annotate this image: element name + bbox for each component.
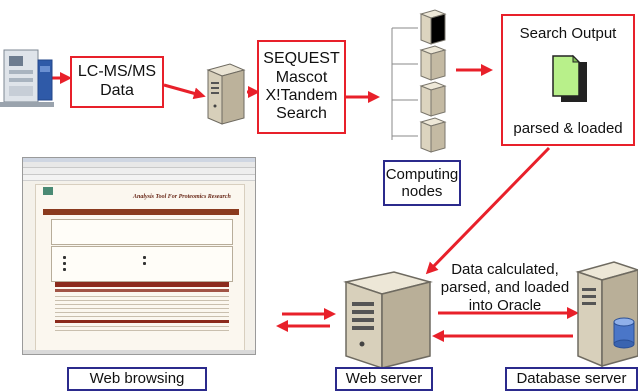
search-output-box: Search Output parsed & loaded: [501, 14, 635, 146]
node-tree-connectors: [391, 27, 418, 140]
server-tower-icon: [419, 45, 447, 81]
database-server-icon: [575, 261, 638, 368]
database-server-label: Database server: [505, 367, 638, 391]
web-browser-screenshot: Analysis Tool For Proteomics Research: [22, 157, 256, 355]
web-server-label: Web server: [335, 367, 433, 391]
server-tower-icon: [419, 81, 447, 117]
computing-nodes-label: Computing nodes: [383, 160, 461, 206]
computing-node-servers: [419, 9, 447, 153]
search-engines-box: SEQUEST Mascot X!Tandem Search: [257, 40, 346, 134]
server-tower-icon: [206, 63, 246, 125]
search-output-title: Search Output: [519, 25, 617, 42]
document-stack-icon: [552, 54, 587, 102]
server-tower-icon: [419, 9, 447, 45]
app-nav-bar: [43, 209, 239, 215]
search-output-subtitle: parsed & loaded: [513, 120, 623, 137]
mass-spectrometer-icon: [0, 49, 54, 107]
app-title: Analysis Tool For Proteomics Research: [133, 194, 231, 200]
data-calculated-text: Data calculated, parsed, and loaded into…: [440, 261, 570, 314]
arrow-output-to-webserver: [425, 146, 551, 275]
database-cylinder-icon: [613, 317, 635, 349]
app-logo: [43, 187, 53, 195]
arrow-lcms-to-server: [163, 83, 206, 100]
lcms-data-box: LC-MS/MS Data: [70, 56, 164, 108]
server-tower-icon: [343, 271, 433, 370]
server-tower-icon: [419, 117, 447, 153]
web-browsing-label: Web browsing: [67, 367, 207, 391]
